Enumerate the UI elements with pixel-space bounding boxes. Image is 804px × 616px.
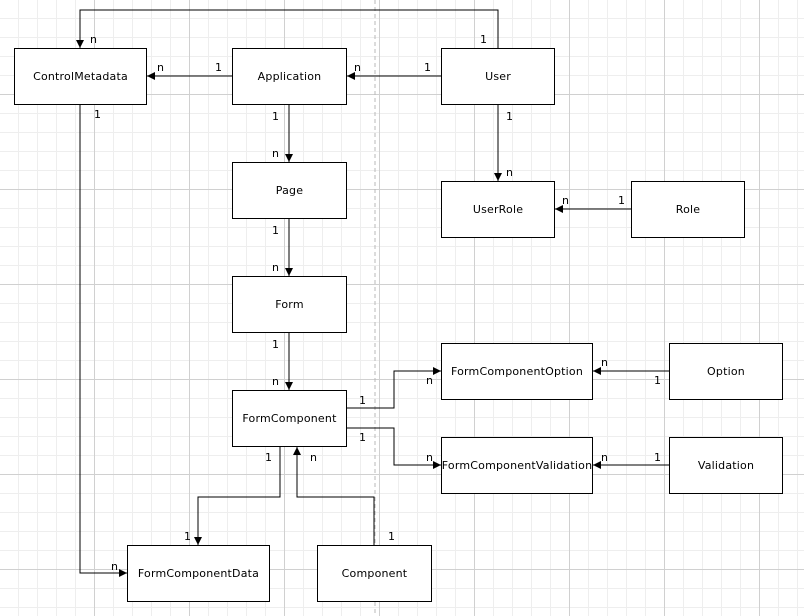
entity-label: FormComponentValidation <box>441 459 593 472</box>
cardinality-label: 1 <box>480 33 487 46</box>
cardinality-label: 1 <box>184 530 191 543</box>
entity-label: Form <box>275 298 304 311</box>
entity-form-component[interactable]: FormComponent <box>232 390 347 447</box>
cardinality-label: n <box>111 560 118 573</box>
entity-validation[interactable]: Validation <box>669 437 783 494</box>
entity-role[interactable]: Role <box>631 181 745 238</box>
cardinality-label: 1 <box>654 374 661 387</box>
entity-control-metadata[interactable]: ControlMetadata <box>14 48 147 105</box>
cardinality-label: 1 <box>272 110 279 123</box>
entity-option[interactable]: Option <box>669 343 783 400</box>
entity-form-component-validation[interactable]: FormComponentValidation <box>441 437 593 494</box>
entity-form[interactable]: Form <box>232 276 347 333</box>
cardinality-label: n <box>562 194 569 207</box>
relation-user-to-control-metadata <box>76 9 499 48</box>
entity-label: FormComponentData <box>137 567 260 580</box>
cardinality-label: 1 <box>506 110 513 123</box>
entity-label: Validation <box>697 459 755 472</box>
cardinality-label: 1 <box>424 61 431 74</box>
cardinality-label: 1 <box>359 394 366 407</box>
entity-label: Role <box>675 203 701 216</box>
entity-user[interactable]: User <box>441 48 555 105</box>
cardinality-label: n <box>601 356 608 369</box>
entity-label: UserRole <box>472 203 524 216</box>
cardinality-label: n <box>310 451 317 464</box>
cardinality-label: n <box>272 375 279 388</box>
relation-form-component-to-form-component-option <box>347 367 441 409</box>
entity-form-component-data[interactable]: FormComponentData <box>127 545 270 602</box>
cardinality-label: 1 <box>265 451 272 464</box>
cardinality-label: 1 <box>618 194 625 207</box>
entity-component[interactable]: Component <box>317 545 432 602</box>
cardinality-label: 1 <box>215 61 222 74</box>
entity-page[interactable]: Page <box>232 162 347 219</box>
entity-label: User <box>485 70 511 83</box>
relation-form-component-to-form-component-data <box>194 447 281 545</box>
cardinality-label: 1 <box>272 338 279 351</box>
entity-label: ControlMetadata <box>33 70 128 83</box>
cardinality-label: n <box>272 261 279 274</box>
cardinality-label: n <box>426 451 433 464</box>
cardinality-label: n <box>272 147 279 160</box>
cardinality-label: 1 <box>359 431 366 444</box>
entity-label: FormComponent <box>242 412 337 425</box>
cardinality-label: 1 <box>272 224 279 237</box>
cardinality-label: 1 <box>94 108 101 121</box>
entity-form-component-option[interactable]: FormComponentOption <box>441 343 593 400</box>
cardinality-label: n <box>426 374 433 387</box>
cardinality-label: n <box>506 166 513 179</box>
entity-label: Option <box>707 365 745 378</box>
relation-control-metadata-to-form-component-data <box>79 105 127 577</box>
entity-application[interactable]: Application <box>232 48 347 105</box>
entity-label: Page <box>275 184 304 197</box>
relation-form-component-to-form-component-validation <box>347 427 441 469</box>
entity-label: Application <box>257 70 322 83</box>
cardinality-label: n <box>354 61 361 74</box>
entity-user-role[interactable]: UserRole <box>441 181 555 238</box>
entity-label: Component <box>341 567 408 580</box>
cardinality-label: 1 <box>388 530 395 543</box>
entity-label: FormComponentOption <box>450 365 584 378</box>
cardinality-label: n <box>157 61 164 74</box>
cardinality-label: n <box>601 451 608 464</box>
cardinality-label: 1 <box>654 451 661 464</box>
relation-component-to-form-component <box>293 447 375 545</box>
cardinality-label: n <box>90 33 97 46</box>
